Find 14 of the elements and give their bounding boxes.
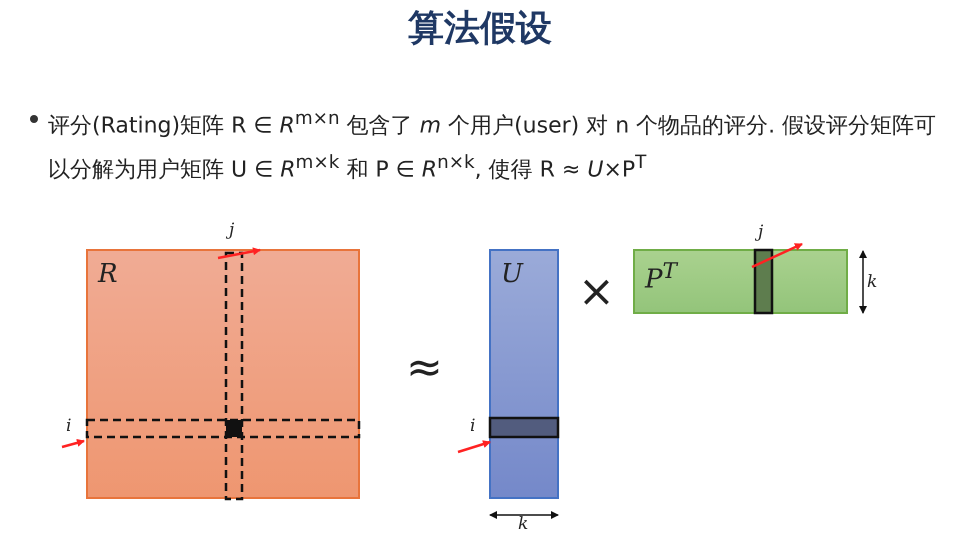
slide-title: 算法假设 [407,7,553,51]
matrix-name: R [98,259,118,289]
bullet-text: 评分(Rating)矩阵 R ∈ R$^{m×n}$ 包含了 m 个用户(user) 对 n 个物品的评分. 假设评分矩阵可以分解为用户矩阵 U ∈ R$^{m×k}$ 和 P ∈ R$^{n×k}$, 使得 R ≈ U×P$^{T}$ [48,107,938,185]
matrix-name: P$^{T}$ [645,259,677,295]
math-operator: × [578,266,615,317]
index-label: i [66,416,72,436]
index-label: k [518,514,528,534]
index-label: i [470,416,476,436]
index-label: k [867,272,878,292]
matrix-box [633,249,848,314]
matrix-box [86,249,360,499]
math-operator: ≈ [406,342,443,393]
matrix-box [489,249,559,499]
matrix-name: U [501,259,523,289]
